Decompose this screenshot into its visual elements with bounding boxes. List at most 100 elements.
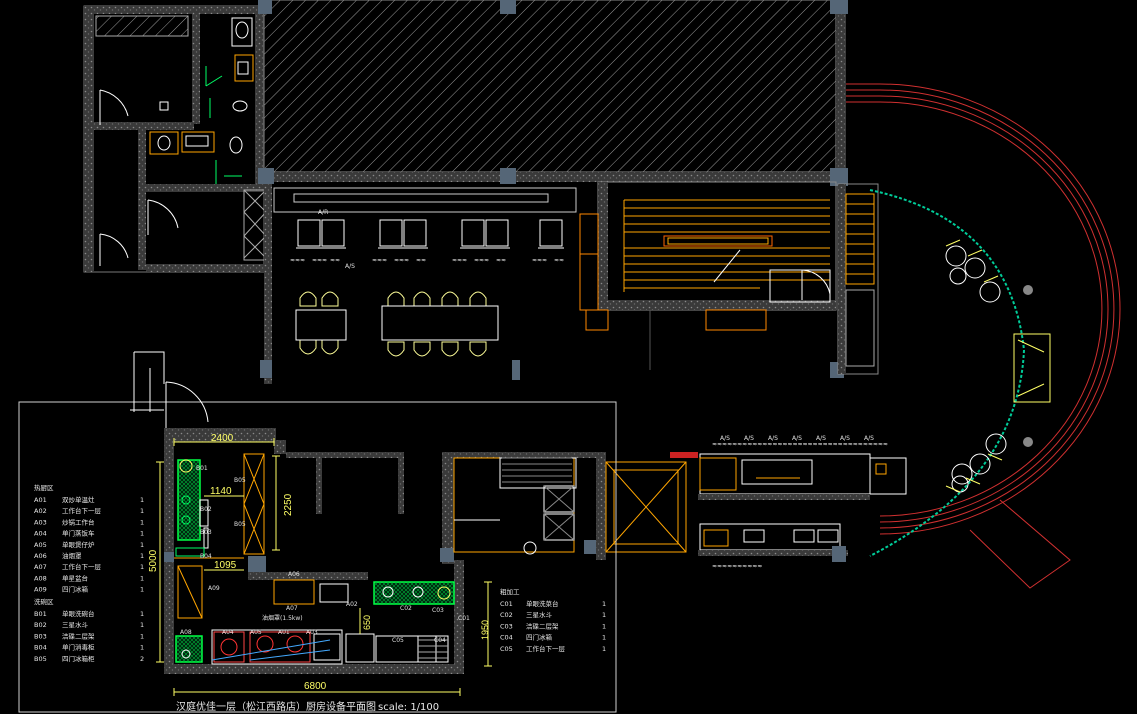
legend-left-row2-code-3: B03 xyxy=(34,632,47,640)
dim-1095: 1095 xyxy=(214,560,237,571)
legend-right-row-code-2: C02 xyxy=(500,611,513,619)
legend-left-row-name-8: 单星盆台 xyxy=(62,573,88,582)
legend-left-row2-code-5: B05 xyxy=(34,655,47,663)
svg-text:≈≈≈: ≈≈≈ xyxy=(474,257,489,264)
legend-left-row2-name-1: 单眼洗碗台 xyxy=(62,609,95,618)
legend-left-row-qty-4: 1 xyxy=(140,530,144,538)
dim-6800: 6800 xyxy=(304,681,327,692)
drawing-title-block: 汉庭优佳一层（松江西路店）厨房设备平面图 scale: 1/100 xyxy=(170,700,439,713)
legend-left-row-qty-2: 1 xyxy=(140,507,144,515)
legend-left-row2-qty-3: 1 xyxy=(140,632,144,640)
legend-left-row-code-3: A03 xyxy=(34,518,47,526)
legend-left-row-qty-1: 1 xyxy=(140,496,144,504)
hatched-area xyxy=(258,0,848,184)
legend-left-row-name-7: 工作台下一层 xyxy=(62,562,102,571)
as-label-4: A/S xyxy=(792,435,802,442)
legend-left-row-name-5: 单眼煲仔炉 xyxy=(62,540,95,549)
drawing-title: 汉庭优佳一层（松江西路店）厨房设备平面图 xyxy=(176,700,376,713)
legend-left-row-name-6: 油烟罩 xyxy=(62,551,82,560)
svg-text:≈≈: ≈≈ xyxy=(496,257,506,264)
legend-right-header: 粗加工 xyxy=(500,587,520,596)
legend-right-row-name-3: 洁碟二层架 xyxy=(526,621,559,630)
legend-left-row-code-9: A09 xyxy=(34,586,47,594)
svg-text:≈≈≈: ≈≈≈ xyxy=(372,257,387,264)
label-b05b: B05 xyxy=(234,521,246,528)
label-b05a: B05 xyxy=(234,477,246,484)
label-a05: A05 xyxy=(250,629,262,636)
legend-left-row2-code-2: B02 xyxy=(34,621,47,629)
legend-left-row2-name-4: 单门消毒柜 xyxy=(62,643,95,652)
service-area: ≈≈≈≈≈≈≈≈≈≈≈≈≈≈≈≈≈≈≈≈≈≈≈≈≈≈≈≈≈≈≈≈≈≈≈ ≈≈≈≈… xyxy=(596,435,907,570)
legend-left-row-name-9: 四门冰箱 xyxy=(62,585,89,594)
scale-label: scale: 1/100 xyxy=(378,702,439,713)
legend-left-row-code-6: A06 xyxy=(34,552,47,560)
label-b04: B04 xyxy=(200,553,212,560)
label-c03: C03 xyxy=(432,607,444,614)
as-label-3: A/S xyxy=(768,435,778,442)
svg-text:≈≈: ≈≈ xyxy=(330,257,340,264)
legend-left-row-name-3: 炒锅工作台 xyxy=(62,517,95,526)
label-c05: C05 xyxy=(392,637,404,644)
legend-left-row-code-8: A08 xyxy=(34,574,47,582)
label-b03: B03 xyxy=(200,529,212,536)
legend-left-row-code-2: A02 xyxy=(34,507,47,515)
legend-right-row-qty-3: 1 xyxy=(602,622,606,630)
legend-right-row-qty-2: 1 xyxy=(602,611,606,619)
dim-1140: 1140 xyxy=(210,486,232,497)
legend-right-row-qty-1: 1 xyxy=(602,600,606,608)
svg-text:≈≈: ≈≈ xyxy=(554,257,564,264)
dim-650: 650 xyxy=(362,615,372,630)
label-a02: A02 xyxy=(346,601,358,608)
legend-left-row-qty-5: 1 xyxy=(140,541,144,549)
label-c01: C01 xyxy=(458,615,470,622)
as-label-5: A/S xyxy=(816,435,826,442)
svg-text:≈≈≈: ≈≈≈ xyxy=(394,257,409,264)
legend-right-row-name-5: 工作台下一层 xyxy=(526,644,566,653)
legend-right-row-name-4: 四门冰箱 xyxy=(526,633,553,642)
svg-text:≈≈≈: ≈≈≈ xyxy=(532,257,547,264)
label-b02: B02 xyxy=(200,506,212,513)
legend-left-row2-qty-5: 2 xyxy=(140,655,144,663)
legend-left-row2-qty-1: 1 xyxy=(140,610,144,618)
legend-right-row-code-1: C01 xyxy=(500,600,513,608)
legend-left-row-name-2: 工作台下一层 xyxy=(62,506,102,515)
label-c04: C04 xyxy=(434,637,446,644)
legend-right-row-code-3: C03 xyxy=(500,622,513,630)
ar-annotation: A/R xyxy=(318,209,328,216)
as-label-7: A/S xyxy=(864,435,874,442)
dim-2250: 2250 xyxy=(283,493,294,516)
legend-left-row-code-5: A05 xyxy=(34,541,47,549)
label-a07: A07 xyxy=(286,605,298,612)
legend-left-row2-qty-4: 1 xyxy=(140,644,144,652)
legend-left-row-code-4: A04 xyxy=(34,530,47,538)
dim-5000: 5000 xyxy=(148,549,159,572)
right-strip xyxy=(837,183,879,375)
as-label-6: A/S xyxy=(840,435,850,442)
legend-left-row2-name-5: 四门冰箱柜 xyxy=(62,654,95,663)
legend-left-row-code-7: A07 xyxy=(34,563,47,571)
label-a09: A09 xyxy=(208,585,220,592)
label-a08: A08 xyxy=(180,629,192,636)
dim-2400: 2400 xyxy=(211,433,234,444)
legend-left-row-qty-7: 1 xyxy=(140,563,144,571)
as-label-1: A/S xyxy=(720,435,730,442)
legend-right-row-name-1: 单眼洗菜台 xyxy=(526,599,559,608)
legend-left-row-qty-6: 1 xyxy=(140,552,144,560)
legend-left-row-name-1: 双炒单温灶 xyxy=(62,495,95,504)
legend-right-row-qty-4: 1 xyxy=(602,634,606,642)
legend-left-header-2: 洗碗区 xyxy=(34,597,54,606)
dining-area: A/R ≈≈≈≈≈≈≈≈ ≈≈≈≈≈≈≈≈ ≈≈≈≈≈≈≈≈ ≈≈≈≈≈ A/S xyxy=(258,168,848,384)
legend-left-row2-code-4: B04 xyxy=(34,644,47,652)
as-annotation: A/S xyxy=(345,263,355,270)
legend-right-row-code-5: C05 xyxy=(500,645,513,653)
legend-left-row2-name-2: 三星水斗 xyxy=(62,620,89,629)
label-hood: 油烟罩(1.5kw) xyxy=(262,614,303,622)
as-label-2: A/S xyxy=(744,435,754,442)
staircase xyxy=(512,181,844,380)
svg-text:≈≈≈≈≈≈≈≈≈≈≈≈≈≈≈≈≈≈≈≈≈≈≈≈≈≈≈≈≈≈: ≈≈≈≈≈≈≈≈≈≈≈≈≈≈≈≈≈≈≈≈≈≈≈≈≈≈≈≈≈≈≈≈≈≈≈ xyxy=(712,441,888,448)
legend-left-header-1: 热厨区 xyxy=(34,483,54,492)
legend-left-row2-code-1: B01 xyxy=(34,610,47,618)
